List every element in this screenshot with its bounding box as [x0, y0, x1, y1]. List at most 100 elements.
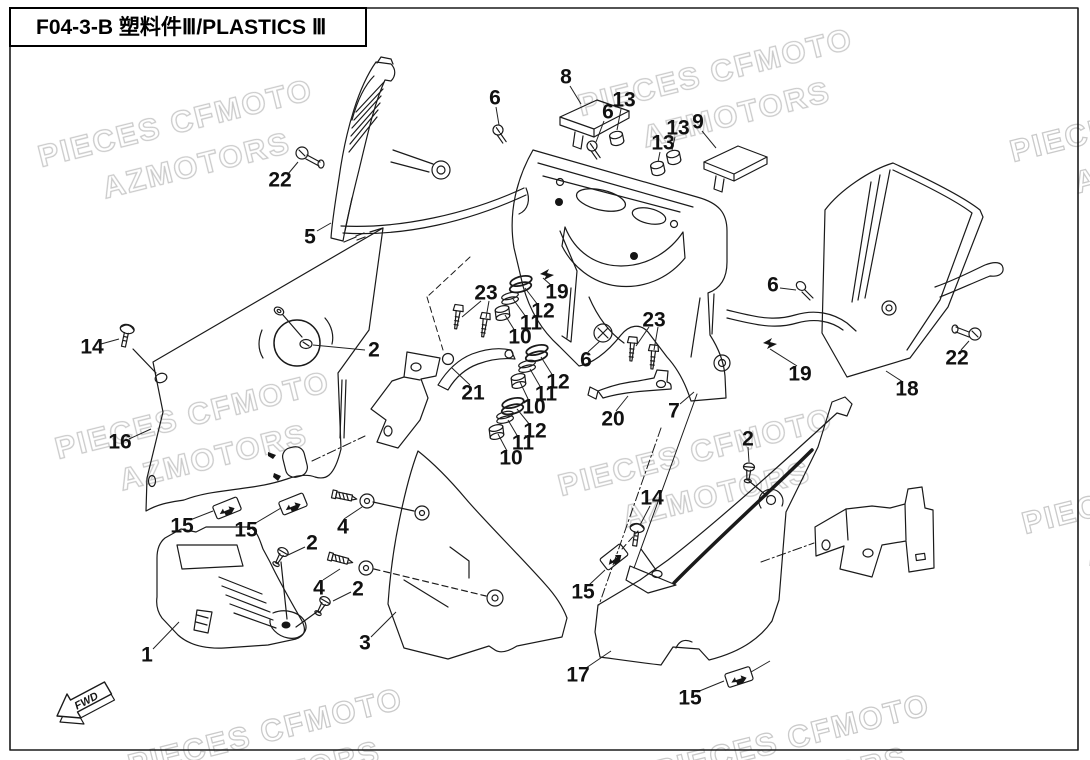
part-label-13: 13: [666, 117, 689, 140]
part-label-20: 20: [601, 408, 624, 431]
screw-2: [269, 545, 291, 570]
leader-line-19: [542, 277, 553, 287]
leader-line-5: [316, 222, 332, 232]
pod-arm-right: [726, 309, 857, 332]
clip-15: [277, 492, 309, 516]
screw-22-right: [951, 324, 982, 341]
part-label-19: 19: [788, 363, 811, 386]
screw-22-left: [295, 146, 325, 169]
part-label-11: 11: [520, 312, 543, 335]
grille-panel-1: [156, 526, 307, 649]
clip-15: [598, 542, 630, 572]
leader-line-18: [885, 370, 904, 383]
part-label-6: 6: [767, 274, 779, 297]
leader-line-9: [701, 130, 717, 149]
headlight-pod: [511, 149, 857, 402]
part-label-11: 11: [535, 383, 558, 406]
leader-line-13: [616, 108, 622, 131]
leader-line-21: [451, 367, 471, 386]
rubber-pad: [268, 446, 308, 481]
washer-4: [359, 493, 375, 509]
leader-line-10: [519, 381, 530, 402]
part-label-6: 6: [489, 87, 501, 110]
part-label-6: 6: [602, 101, 614, 124]
leader-line-7: [679, 391, 695, 405]
screw-6-right: [795, 280, 814, 301]
leader-line: [132, 348, 157, 374]
leader-line-14: [100, 338, 120, 345]
windscreen-right-arm: [934, 262, 1004, 298]
leader-line-3: [370, 611, 397, 638]
leader-line-15: [588, 569, 606, 586]
part-label-14: 14: [640, 487, 664, 510]
part-label-4: 4: [337, 516, 349, 539]
panel-3: [387, 450, 568, 660]
leader-line-23: [485, 300, 490, 319]
leader-line-2: [747, 446, 750, 463]
part-label-7: 7: [668, 400, 680, 423]
screw-6: [490, 123, 510, 145]
part-label-11: 11: [512, 432, 535, 455]
page-title: F04-3-B 塑料件Ⅲ/PLASTICS Ⅲ: [36, 16, 326, 39]
bracket-20: [587, 369, 672, 400]
part-label-13: 13: [612, 89, 635, 112]
part-label-9: 9: [692, 111, 704, 134]
leader-line-15: [696, 680, 725, 693]
leader-line-23: [653, 326, 659, 351]
leader-line-15: [253, 507, 282, 525]
part-label-21: 21: [461, 382, 485, 405]
screw-23: [477, 311, 492, 339]
leader-line-16: [128, 428, 152, 440]
part-label-18: 18: [895, 378, 919, 401]
part-label-15: 15: [571, 581, 595, 604]
leader-line-13: [671, 136, 676, 151]
part-label-19: 19: [545, 281, 568, 304]
part-label-10: 10: [499, 447, 522, 470]
leader-layer: [100, 85, 970, 693]
part-label-15: 15: [234, 519, 258, 542]
leader-line-23: [635, 326, 650, 347]
bracket-middle: [370, 351, 441, 449]
part-label-10: 10: [522, 396, 545, 419]
part-label-4: 4: [313, 577, 325, 600]
leader-line-8: [569, 85, 582, 105]
part-label-12: 12: [531, 300, 554, 323]
pad-9: [703, 145, 768, 193]
part-label-16: 16: [108, 431, 131, 454]
part-label-2: 2: [352, 578, 364, 601]
leader-line-2: [312, 344, 366, 351]
part-label-6: 6: [580, 349, 592, 372]
screw-23: [646, 343, 660, 370]
part-label-10: 10: [508, 326, 531, 349]
leader-line-11: [529, 368, 542, 389]
leader-line-15: [189, 510, 214, 521]
part-label-3: 3: [359, 632, 371, 655]
leader-line-12: [540, 356, 554, 377]
part-label-5: 5: [304, 226, 316, 249]
leader-line-6: [595, 120, 605, 143]
page-border: [9, 7, 1079, 751]
construction-lines: [311, 256, 815, 606]
bracket-21: [437, 348, 516, 391]
windscreen-right: [821, 162, 1004, 378]
clip-15: [723, 665, 755, 689]
part-label-17: 17: [566, 664, 589, 687]
leader-line-6: [495, 106, 500, 126]
part-label-8: 8: [560, 66, 572, 89]
leader-line-11: [507, 419, 519, 438]
nut-13: [608, 129, 626, 148]
leader-line-23: [461, 300, 482, 318]
leader-line-22: [960, 340, 970, 351]
screw-6-cross: [593, 323, 613, 343]
leader-line-6: [587, 340, 601, 353]
leader-line-10: [504, 314, 516, 332]
leader-line-1: [152, 621, 180, 650]
part-label-13: 13: [651, 132, 674, 155]
part-label-22: 22: [945, 347, 968, 370]
screw-4: [330, 489, 359, 504]
